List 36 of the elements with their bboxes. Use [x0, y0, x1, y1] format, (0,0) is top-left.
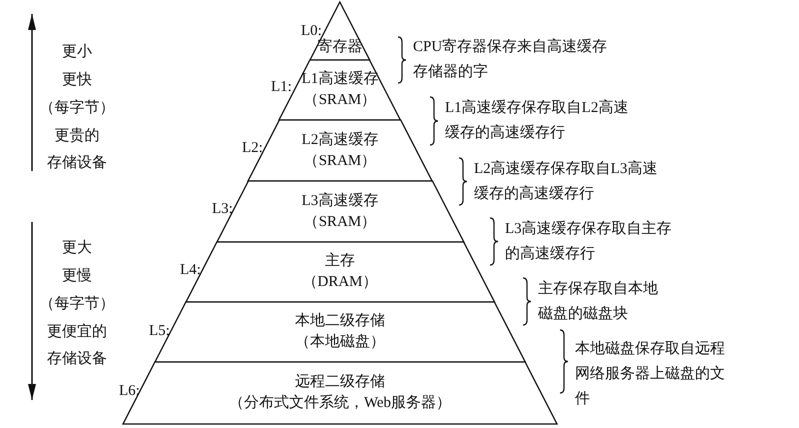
level-label: L5: [149, 322, 170, 340]
side-label: 更贵的 [54, 127, 100, 145]
level-label: L4: [180, 261, 201, 279]
description-text: CPU寄存器保存来自高速缓存存储器的字 [413, 37, 608, 82]
side-label: （每字节） [40, 295, 114, 313]
layer-name: 本地二级存储 [294, 312, 385, 331]
layer-name: 寄存器 [317, 37, 362, 57]
side-label: 更慢 [62, 267, 92, 285]
layer-technology: （SRAM） [304, 152, 376, 170]
layer-technology: （SRAM） [304, 212, 376, 232]
description-text: 主存保存取自本地磁盘的磁盘块 [538, 279, 659, 324]
layer-technology: （分布式文件系统，Web服务器） [228, 394, 452, 413]
layer-technology: （本地磁盘） [294, 332, 385, 352]
description-text: L1高速缓存保存取自L2高速缓存的高速缓存行 [445, 98, 630, 143]
description-text: 本地磁盘保存取自远程网络服务器上磁盘的文件 [575, 340, 726, 408]
level-label: L1: [271, 78, 292, 96]
side-label: 存储设备 [47, 350, 107, 368]
level-label: L0: [301, 22, 322, 39]
side-label: 更大 [62, 239, 92, 257]
level-label: L6: [119, 382, 140, 400]
side-label: 存储设备 [47, 154, 107, 172]
layer-technology: （DRAM） [302, 273, 378, 292]
layer-name: L2高速缓存 [302, 130, 378, 150]
side-label: 更便宜的 [47, 323, 107, 341]
level-label: L3: [212, 200, 233, 218]
layer-technology: （SRAM） [304, 91, 376, 110]
side-label: 更快 [62, 71, 92, 89]
layer-name: 主存 [324, 251, 355, 271]
side-label: （每字节） [40, 99, 114, 117]
description-text: L3高速缓存保存取自主存的高速缓存行 [505, 219, 673, 264]
layer-name: L1高速缓存 [302, 69, 378, 89]
description-text: L2高速缓存保存取自L3高速缓存的高速缓存行 [474, 159, 658, 204]
level-label: L2: [242, 139, 263, 157]
side-label: 更小 [62, 43, 92, 61]
layer-name: 远程二级存储 [295, 372, 385, 392]
layer-name: L3高速缓存 [302, 191, 378, 210]
